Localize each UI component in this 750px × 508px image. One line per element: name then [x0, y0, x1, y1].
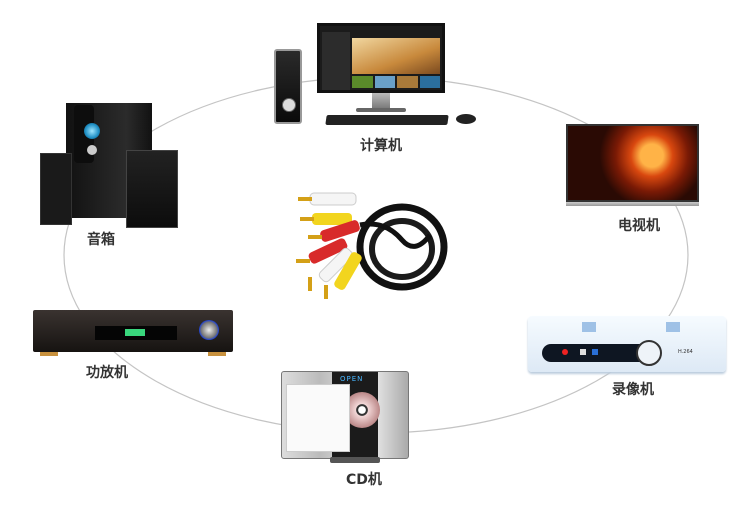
label-speakers: 音箱	[87, 232, 115, 248]
pc-monitor	[317, 23, 445, 93]
label-tv: 电视机	[618, 218, 660, 234]
plug-white-1	[298, 192, 357, 206]
pc-tower	[274, 49, 302, 124]
mouse	[456, 114, 476, 124]
plug-white-2	[308, 247, 354, 291]
plug-red-2	[296, 238, 348, 264]
label-cd: CD机	[346, 472, 382, 488]
label-amplifier: 功放机	[86, 365, 128, 381]
plug-yellow-2	[324, 252, 362, 299]
label-dvr: 录像机	[612, 382, 654, 398]
plug-yellow-1	[300, 213, 352, 225]
rca-cable-icon	[296, 192, 448, 299]
label-computer: 计算机	[360, 138, 402, 154]
cd-display-text: OPEN	[340, 375, 364, 383]
plug-red-1	[308, 220, 360, 242]
keyboard	[325, 115, 449, 125]
dvr-brand-text: H.264	[678, 349, 693, 355]
